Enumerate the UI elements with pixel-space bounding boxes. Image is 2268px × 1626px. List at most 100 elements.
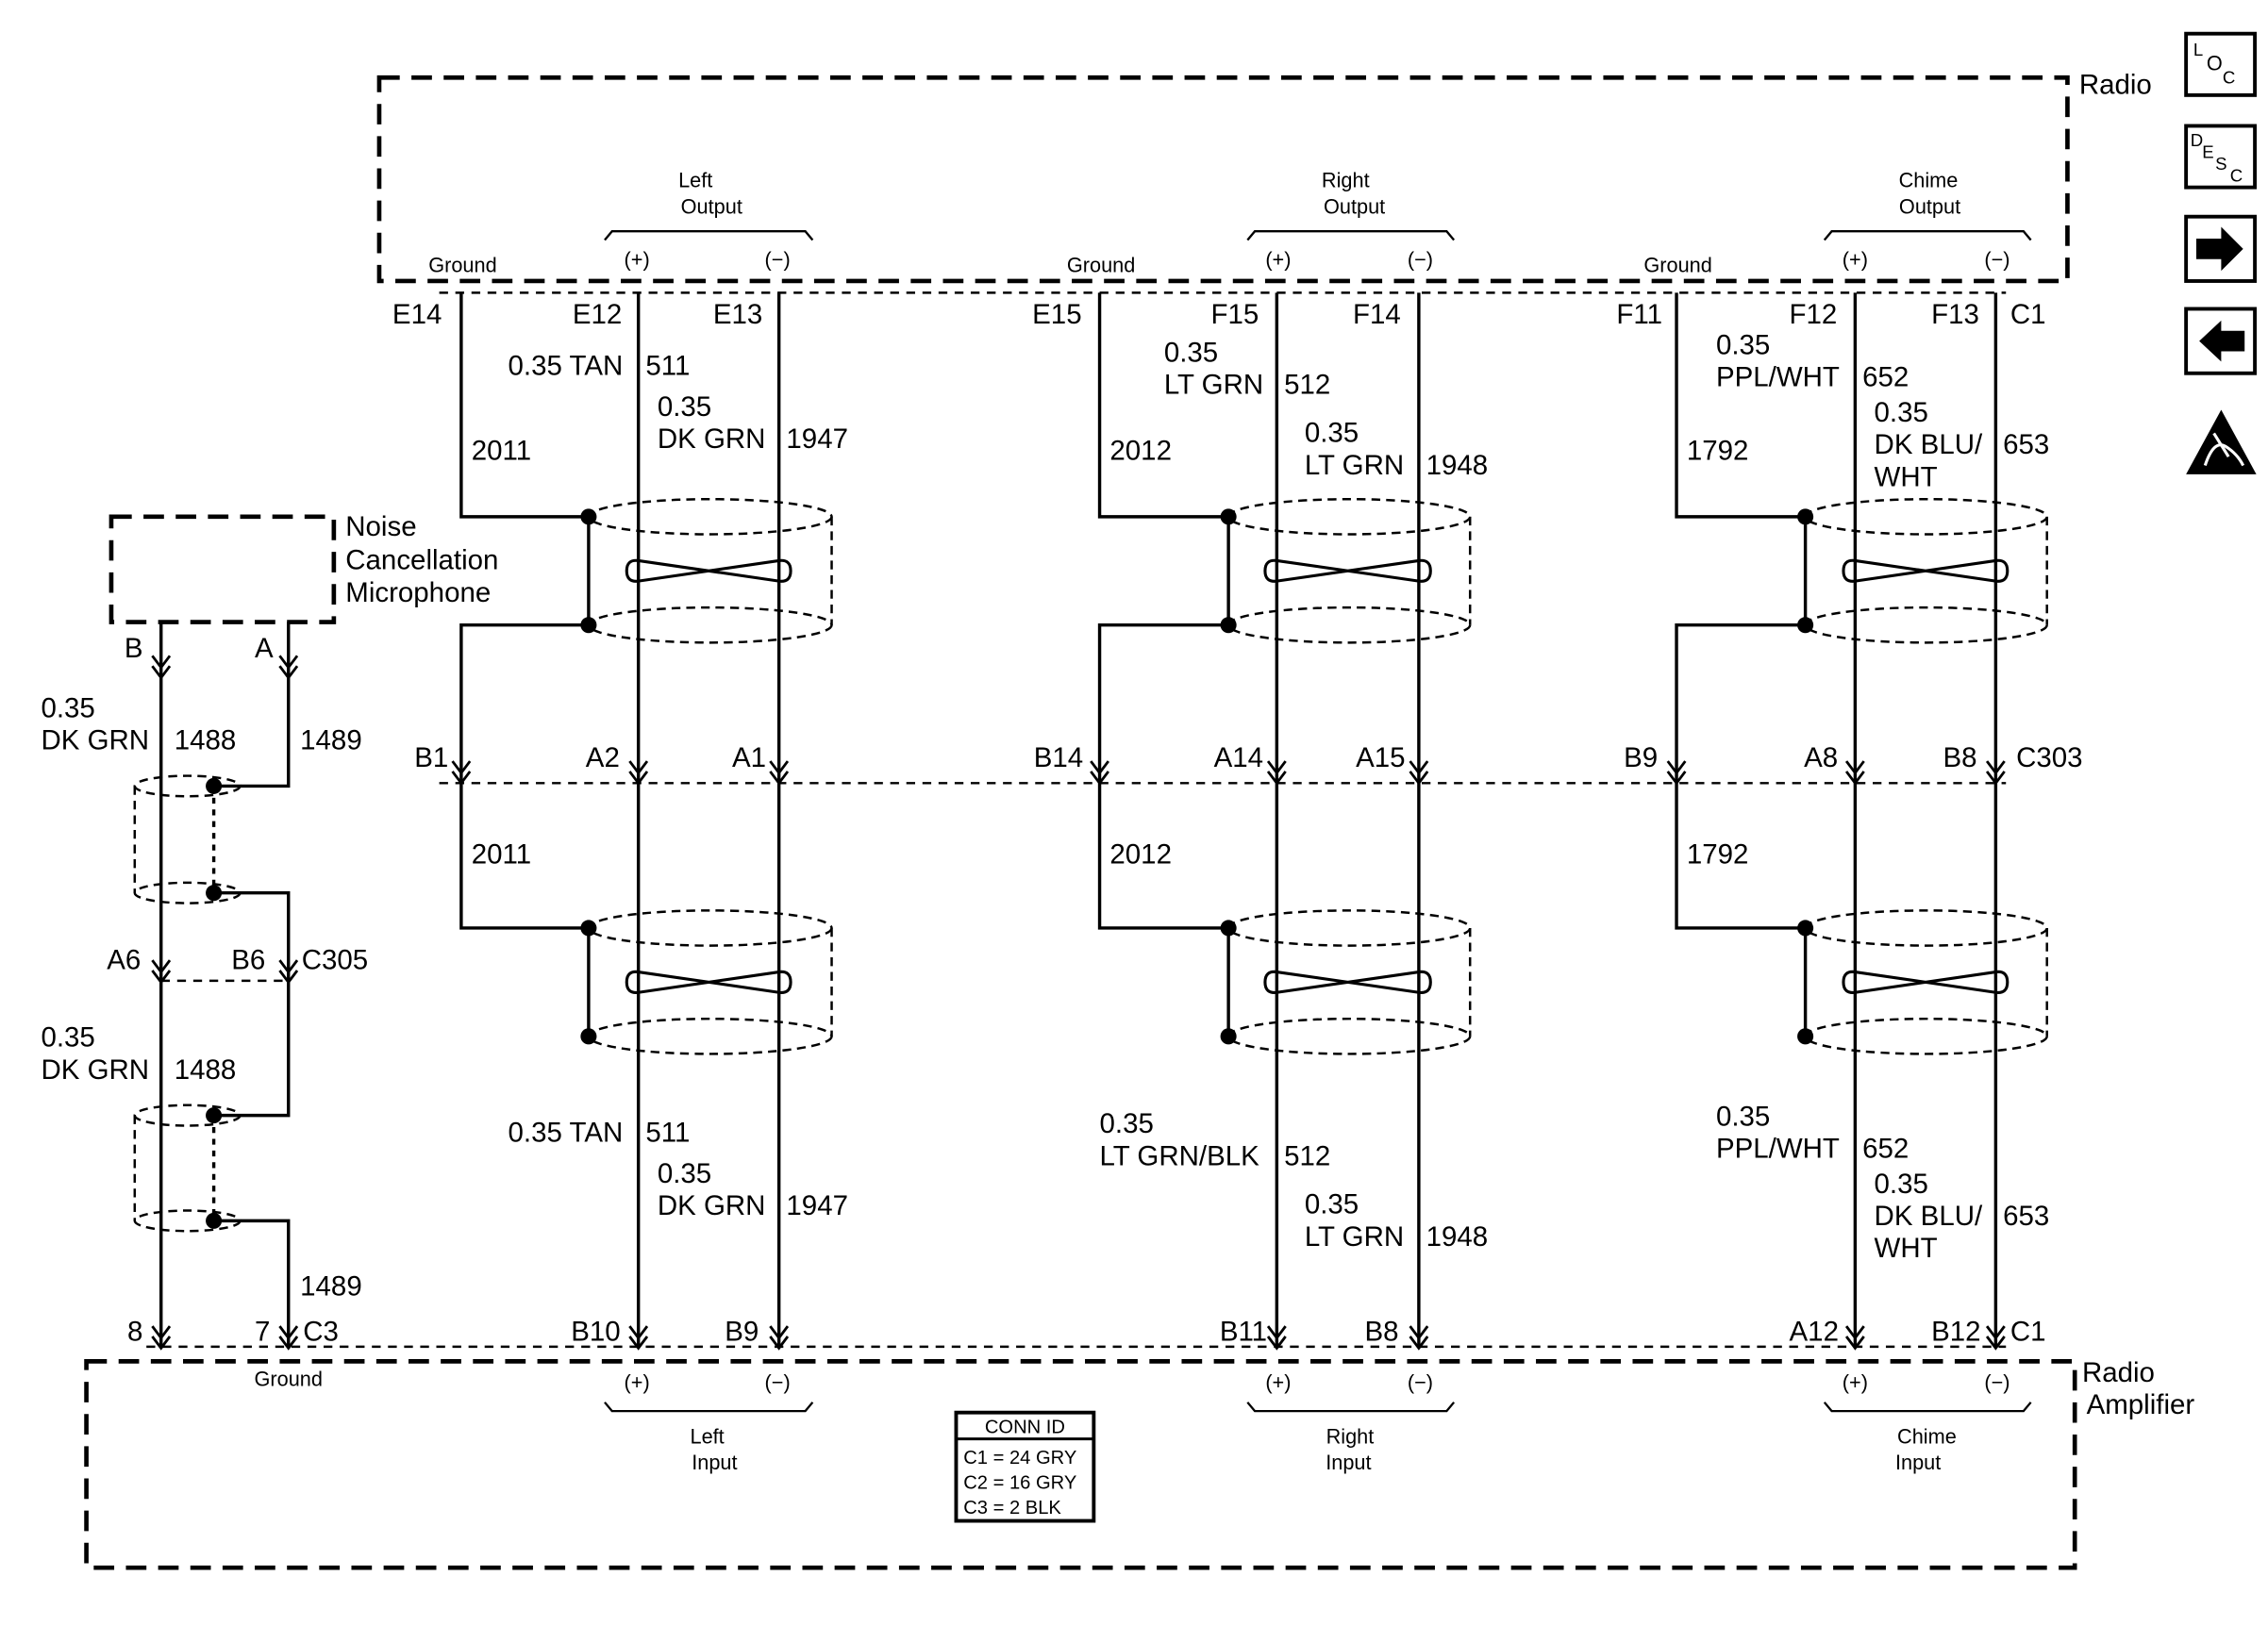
svg-text:E12: E12 (573, 299, 622, 330)
svg-text:(+): (+) (625, 1370, 650, 1394)
svg-text:C305: C305 (302, 944, 368, 975)
svg-text:Left: Left (690, 1424, 724, 1448)
svg-text:DK BLU/: DK BLU/ (1875, 429, 1983, 460)
terminal-chevron (1985, 1325, 2006, 1351)
ground-label-3: Ground (1643, 254, 1711, 277)
microphone-wire-labels: 0.35 DK GRN 1488 1489 A6 B6 C305 0.35 DK… (41, 692, 368, 1347)
svg-text:B8: B8 (1943, 742, 1977, 773)
svg-text:1489: 1489 (300, 725, 362, 756)
svg-text:DK GRN: DK GRN (658, 423, 766, 455)
svg-text:D: D (2191, 130, 2203, 150)
svg-text:(+): (+) (1265, 247, 1291, 271)
terminal-chevron (278, 959, 299, 985)
svg-text:0.35: 0.35 (1164, 337, 1218, 368)
svg-text:Microphone: Microphone (345, 577, 491, 608)
shield-1-1 (1226, 909, 1472, 1055)
svg-text:Amplifier: Amplifier (2087, 1389, 2195, 1420)
svg-text:F13: F13 (1931, 299, 1979, 330)
svg-text:DK GRN: DK GRN (41, 725, 149, 756)
svg-text:Input: Input (692, 1451, 737, 1474)
terminal-chevron (628, 760, 649, 786)
svg-text:(−): (−) (1408, 1370, 1433, 1394)
svg-text:0.35: 0.35 (658, 391, 711, 423)
twist (1842, 558, 2010, 583)
svg-text:F12: F12 (1790, 299, 1838, 330)
svg-text:0.35: 0.35 (1716, 1101, 1770, 1132)
svg-text:2011: 2011 (472, 435, 531, 466)
svg-text:E14: E14 (392, 299, 442, 330)
svg-text:2012: 2012 (1109, 839, 1172, 871)
splice-dot (1220, 920, 1237, 937)
radio-label: Radio (2079, 69, 2152, 100)
terminal-chevron (151, 1325, 172, 1351)
svg-text:0.35: 0.35 (41, 1022, 94, 1054)
svg-text:Input: Input (1895, 1451, 1941, 1474)
svg-text:WHT: WHT (1875, 1233, 1938, 1264)
svg-text:B12: B12 (1931, 1317, 1980, 1348)
svg-text:C1: C1 (2010, 1317, 2046, 1348)
svg-text:LT GRN: LT GRN (1305, 1221, 1404, 1253)
svg-text:WHT: WHT (1875, 461, 1938, 492)
svg-text:C2 = 16 GRY: C2 = 16 GRY (963, 1472, 1076, 1493)
microphone-shields (133, 655, 299, 1233)
svg-text:DK GRN: DK GRN (41, 1054, 149, 1086)
svg-text:(−): (−) (1408, 247, 1433, 271)
radio-component: Radio (376, 69, 2152, 284)
svg-text:Right: Right (1326, 1424, 1375, 1448)
twist (1263, 970, 1432, 994)
amp-terminals (151, 1325, 2006, 1351)
left-output-group: Left Output (+) (−) (604, 169, 814, 271)
svg-text:B14: B14 (1034, 742, 1083, 773)
svg-text:1792: 1792 (1687, 839, 1749, 871)
terminal-chevron (1266, 1325, 1287, 1351)
svg-text:C1: C1 (2010, 299, 2046, 330)
svg-text:C303: C303 (2016, 742, 2082, 773)
twist (1842, 970, 2010, 994)
next-page-button[interactable] (2184, 214, 2258, 283)
svg-text:0.35: 0.35 (1100, 1108, 1154, 1139)
svg-text:B11: B11 (1220, 1317, 1267, 1348)
svg-text:O: O (2207, 51, 2223, 75)
svg-text:A1: A1 (732, 742, 766, 773)
svg-text:Output: Output (681, 195, 742, 219)
svg-text:E: E (2202, 142, 2213, 162)
svg-text:F11: F11 (1616, 299, 1662, 330)
svg-text:A2: A2 (586, 742, 620, 773)
svg-text:L: L (2193, 40, 2203, 59)
previous-page-button[interactable] (2184, 307, 2258, 375)
terminal-chevron (151, 959, 172, 985)
twisted-pair-shields (587, 497, 2048, 1055)
svg-text:F15: F15 (1211, 299, 1259, 330)
svg-text:LT GRN/BLK: LT GRN/BLK (1100, 1140, 1260, 1171)
svg-text:1488: 1488 (175, 1054, 237, 1086)
left-input-group: (+) (−) Left Input (604, 1370, 814, 1474)
conn-id-table: CONN ID C1 = 24 GRY C2 = 16 GRY C3 = 2 B… (954, 1410, 1096, 1523)
terminal-chevron (628, 1325, 649, 1351)
svg-text:Left: Left (678, 169, 712, 192)
ground-label-amp: Ground (255, 1368, 323, 1391)
svg-text:(+): (+) (625, 247, 650, 271)
svg-text:B9: B9 (1624, 742, 1658, 773)
svg-text:652: 652 (1862, 1134, 1909, 1165)
splice-dot (1797, 508, 1814, 525)
radio-amplifier-component: Radio Amplifier Ground (84, 1357, 2195, 1570)
svg-text:Cancellation: Cancellation (345, 545, 498, 576)
svg-text:511: 511 (645, 1118, 690, 1149)
shield-1-0 (1226, 497, 1472, 644)
terminal-chevron (1090, 760, 1109, 786)
ground-label-1: Ground (428, 254, 496, 277)
svg-text:(+): (+) (1843, 1370, 1868, 1394)
svg-text:C3 = 2 BLK: C3 = 2 BLK (963, 1498, 1061, 1518)
splice-dot (580, 508, 597, 525)
loc-button[interactable]: L O C (2184, 31, 2258, 97)
desc-button[interactable]: D E S C (2184, 124, 2258, 190)
svg-text:Chime: Chime (1897, 1424, 1957, 1448)
svg-text:0.35 TAN: 0.35 TAN (509, 1118, 624, 1149)
svg-text:C: C (2230, 165, 2243, 185)
svg-text:Chime: Chime (1899, 169, 1959, 192)
terminal-chevron (1844, 760, 1865, 786)
terminal-chevron (769, 760, 790, 786)
c303-pins: B1 A2 A1 B14 A14 A15 B9 A8 B8 C303 (414, 742, 2082, 773)
shield-2-1 (1804, 909, 2048, 1055)
